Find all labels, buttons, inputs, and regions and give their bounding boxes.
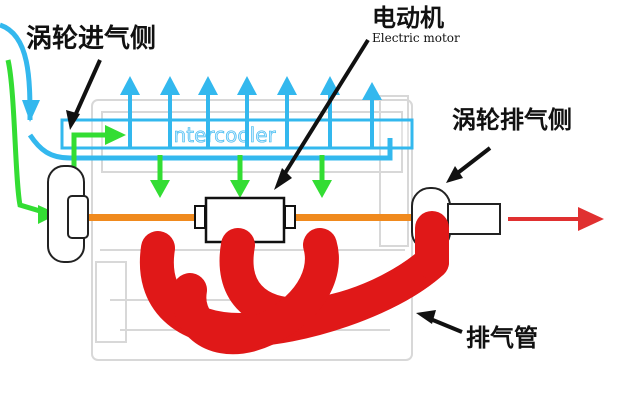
exhaust-out-arrow [508, 207, 604, 231]
label-turbo-intake-side: 涡轮进气侧 [26, 23, 156, 54]
label-turbo-exhaust-side: 涡轮排气侧 [452, 106, 572, 134]
compressor-wheel [47, 165, 89, 263]
label-electric-motor-en: Electric motor [372, 31, 460, 45]
label-exhaust-manifold: 排气管 [466, 324, 538, 352]
label-electric-motor-cn: 电动机 [372, 4, 444, 32]
pointer-arrows [66, 38, 492, 334]
exhaust-manifold [139, 211, 449, 355]
intercooler: intercooler [60, 118, 414, 150]
intercooler-label: intercooler [168, 123, 276, 147]
intake-air-flow [0, 22, 393, 161]
